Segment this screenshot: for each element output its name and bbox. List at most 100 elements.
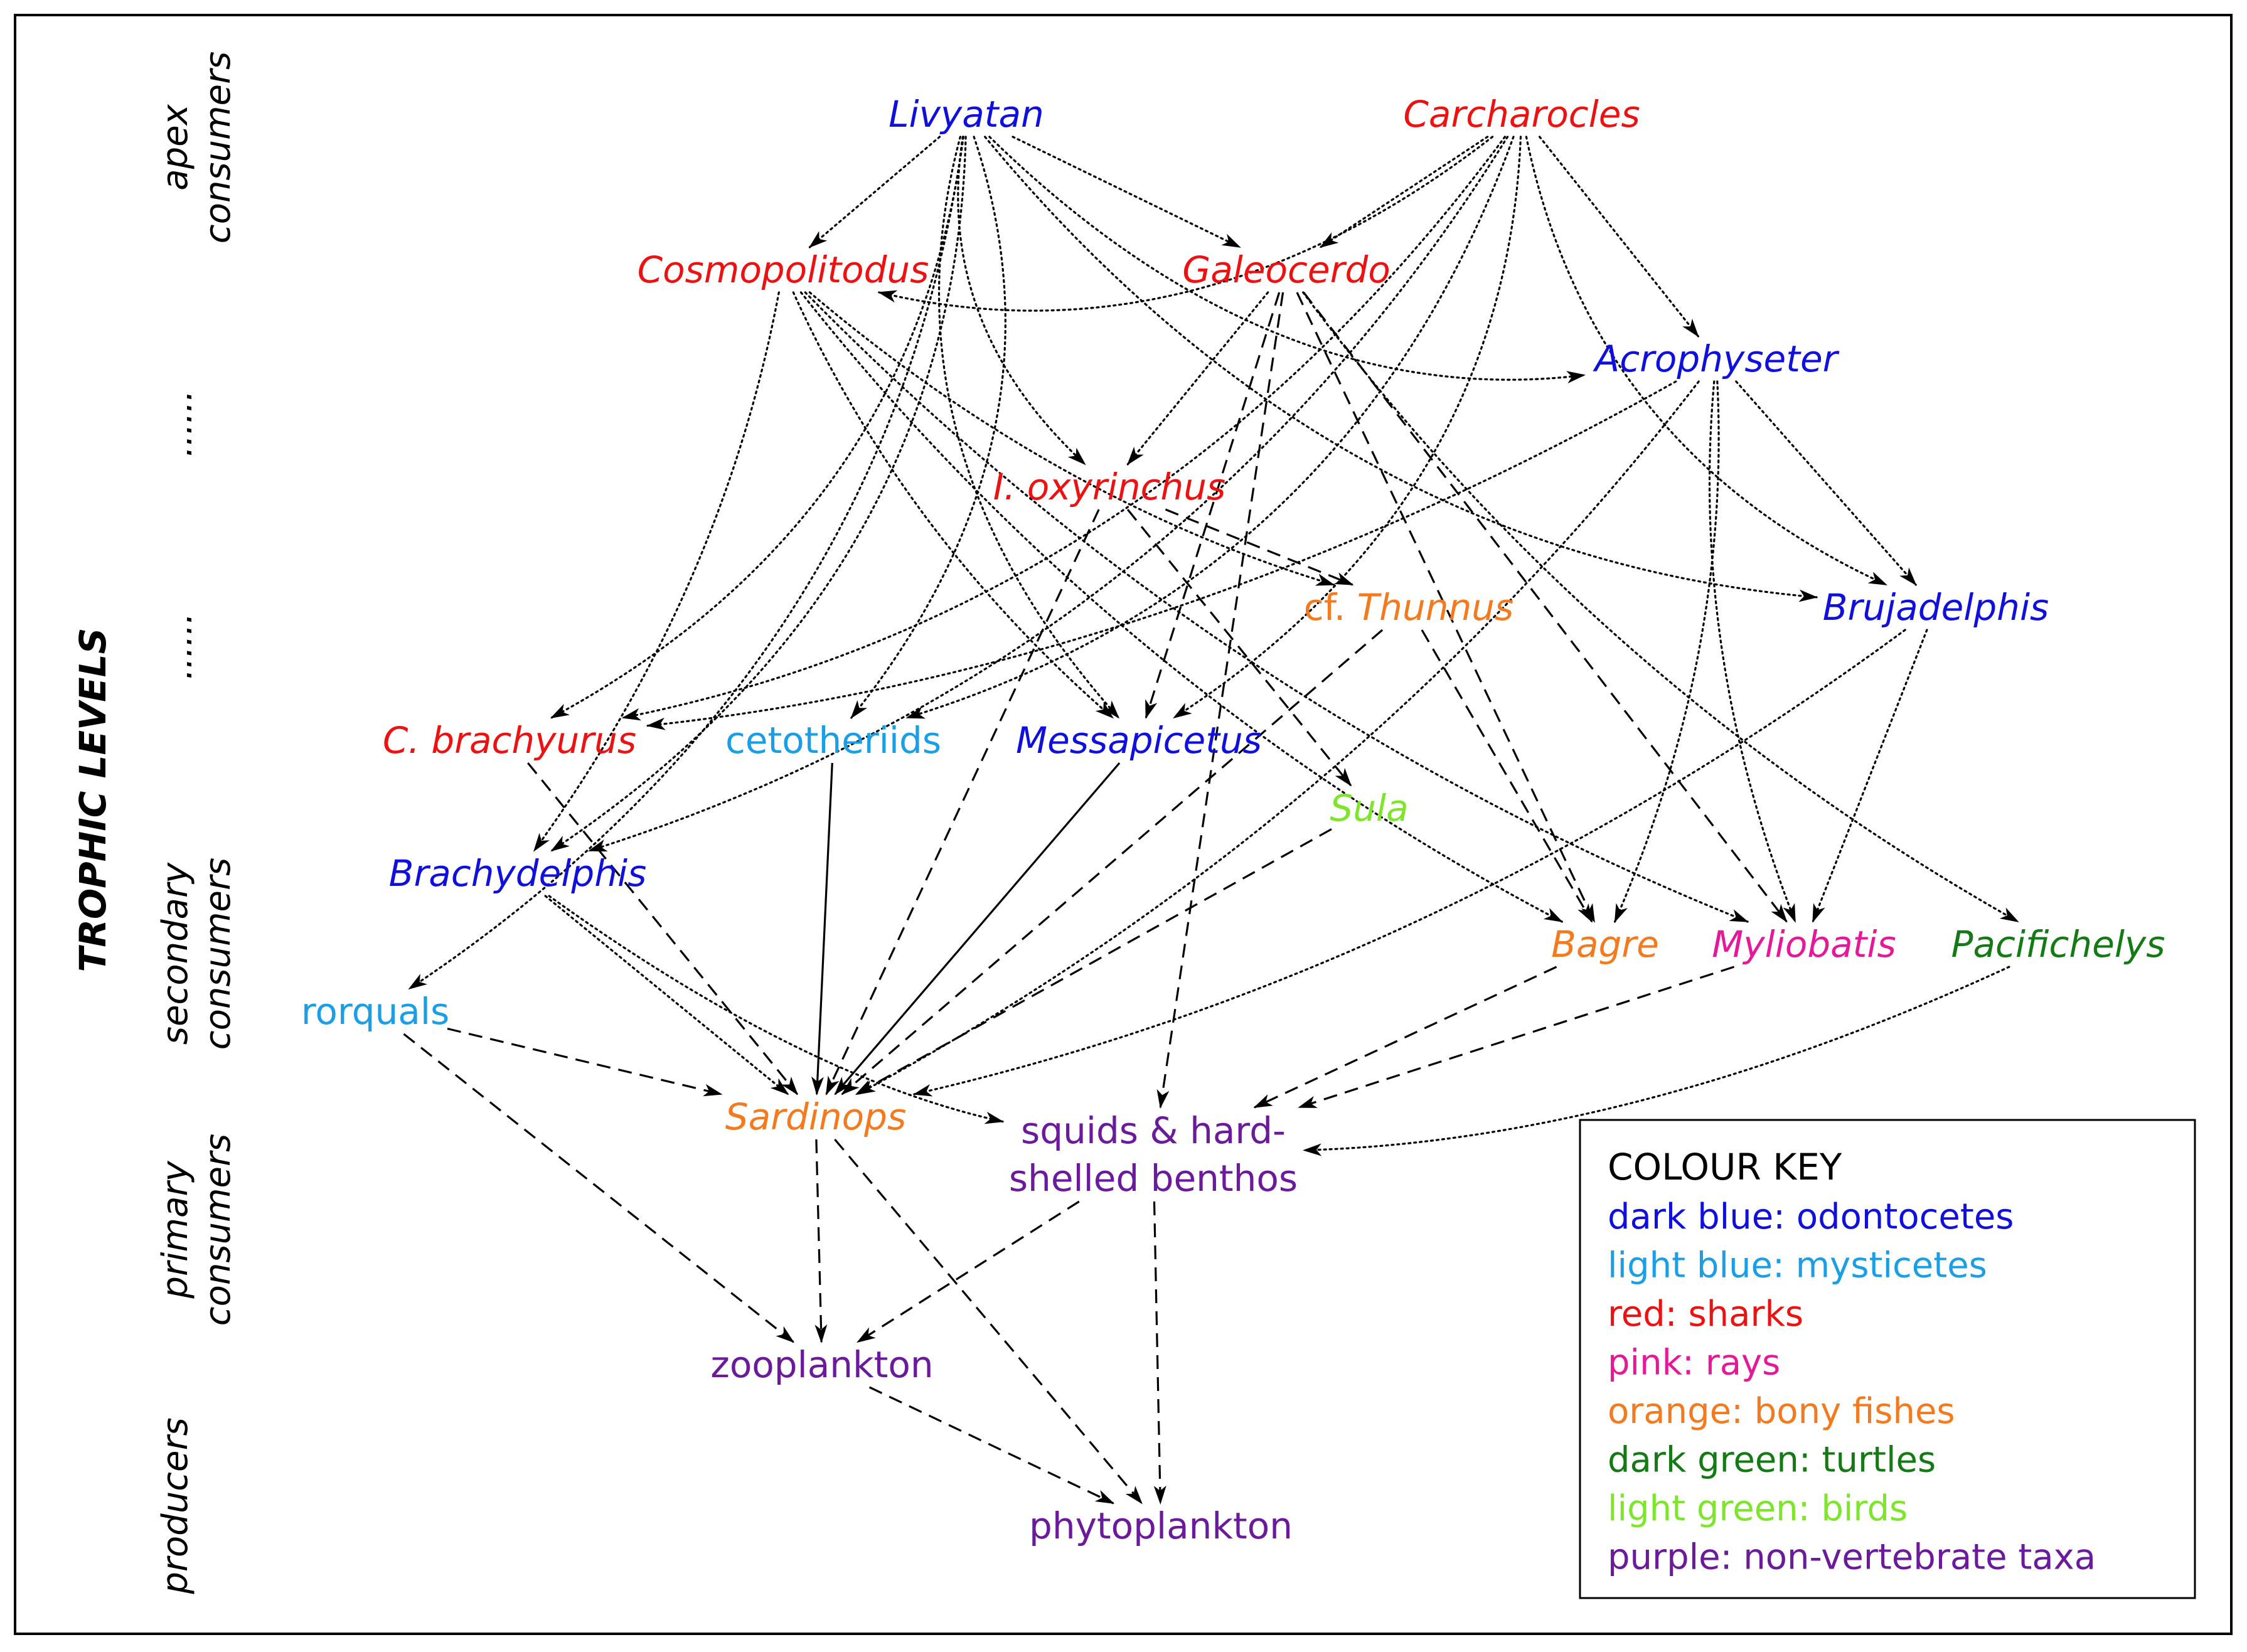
node-label: Carcharocles bbox=[1403, 93, 1640, 136]
edge-brujadelphis-to-myliobatis bbox=[1812, 629, 1928, 923]
edge-sula-to-sardinops bbox=[855, 828, 1332, 1095]
node-label: Acrophyseter bbox=[1593, 338, 1840, 380]
edge-livyatan-to-acrophyseter bbox=[988, 136, 1586, 384]
edge-cosmopolitodus-to-bagre bbox=[799, 291, 1564, 923]
level-apex-line1: apex bbox=[155, 104, 196, 190]
legend-item: pink: rays bbox=[1608, 1343, 1780, 1383]
legend-item: dark blue: odontocetes bbox=[1608, 1196, 2014, 1237]
edge-myliobatis-to-squids bbox=[1298, 966, 1735, 1109]
edge-cosmopolitodus-to-myliobatis bbox=[804, 291, 1749, 923]
node-label: Cosmopolitodus bbox=[638, 248, 929, 291]
node-label: Messapicetus bbox=[1016, 719, 1262, 762]
edge-galeocerdo-to-myliobatis bbox=[1303, 292, 1788, 923]
edge-cetotheriids-to-sardinops bbox=[811, 762, 833, 1095]
edges-layer bbox=[403, 136, 2019, 1505]
node-label: Livyatan bbox=[889, 93, 1044, 136]
node-squids: squids & hard-shelled benthos bbox=[1009, 1109, 1298, 1200]
node-myliobatis: Myliobatis bbox=[1712, 923, 1896, 966]
node-zooplankton: zooplankton bbox=[710, 1343, 933, 1386]
level-apex: apex consumers bbox=[155, 51, 238, 243]
node-label: Myliobatis bbox=[1712, 923, 1896, 966]
node-sula: Sula bbox=[1330, 787, 1408, 829]
node-label-name: cetotheriids bbox=[725, 719, 941, 762]
node-phytoplankton: phytoplankton bbox=[1029, 1505, 1293, 1547]
node-label-name: Cosmopolitodus bbox=[638, 248, 929, 291]
edge-brujadelphis-to-sardinops bbox=[912, 629, 1906, 1097]
level-primary-line1: primary bbox=[155, 1161, 196, 1299]
edge-acrophyseter-to-myliobatis bbox=[1708, 380, 1796, 923]
node-label-name: I. oxyrinchus bbox=[993, 466, 1225, 508]
node-label-prefix: cf. bbox=[1304, 586, 1357, 629]
edge-cosmopolitodus-to-messapicetus bbox=[792, 291, 1114, 719]
edge-i-oxyrinchus-to-thunnus bbox=[1165, 508, 1354, 586]
node-label-name: Myliobatis bbox=[1712, 923, 1896, 966]
edge-i-oxyrinchus-to-sardinops bbox=[825, 509, 1100, 1095]
level-primary-line2: consumers bbox=[198, 1134, 238, 1326]
node-label-name: Bagre bbox=[1551, 923, 1659, 966]
edge-galeocerdo-to-bagre bbox=[1296, 292, 1596, 923]
edge-livyatan-to-cosmopolitodus bbox=[808, 136, 941, 248]
node-label: Sardinops bbox=[725, 1095, 906, 1138]
edge-carcharocles-to-c-brachyurus bbox=[621, 136, 1506, 721]
edge-carcharocles-to-galeocerdo bbox=[1319, 136, 1489, 248]
node-cetotheriids: cetotheriids bbox=[725, 719, 941, 762]
edge-sardinops-to-zooplankton bbox=[814, 1139, 828, 1343]
node-pacifichelys: Pacifichelys bbox=[1951, 923, 2165, 966]
axis-title: TROPHIC LEVELS bbox=[72, 628, 114, 973]
legend-item: dark green: turtles bbox=[1608, 1440, 1936, 1481]
node-label: C. brachyurus bbox=[383, 719, 636, 762]
edge-squids-to-zooplankton bbox=[857, 1200, 1080, 1343]
legend-item: orange: bony fishes bbox=[1608, 1391, 1955, 1432]
node-label: I. oxyrinchus bbox=[993, 466, 1225, 508]
node-label: Galeocerdo bbox=[1182, 248, 1390, 291]
edge-livyatan-to-messapicetus bbox=[938, 136, 1120, 719]
edge-acrophyseter-to-brujadelphis bbox=[1735, 380, 1917, 586]
node-c-brachyurus: C. brachyurus bbox=[383, 719, 636, 762]
edge-livyatan-to-galeocerdo bbox=[1011, 136, 1241, 248]
level-dots-1: ...... bbox=[159, 390, 200, 457]
edge-livyatan-to-c-brachyurus bbox=[550, 136, 964, 719]
legend-item: purple: non-vertebrate taxa bbox=[1608, 1537, 2096, 1578]
node-label-name: Messapicetus bbox=[1016, 719, 1262, 762]
edge-carcharocles-to-brachydelphis bbox=[587, 136, 1509, 852]
edge-sardinops-to-phytoplankton bbox=[834, 1138, 1143, 1505]
node-label-name: Brujadelphis bbox=[1823, 586, 2049, 629]
node-label-name: Carcharocles bbox=[1403, 93, 1640, 136]
node-label: rorquals bbox=[301, 990, 449, 1033]
edge-livyatan-to-cetotheriids bbox=[850, 136, 1006, 719]
node-label-name: phytoplankton bbox=[1029, 1505, 1293, 1547]
node-label: Brujadelphis bbox=[1823, 586, 2049, 629]
edge-carcharocles-to-messapicetus bbox=[1173, 136, 1522, 719]
legend-box bbox=[1579, 1119, 2196, 1599]
edge-messapicetus-to-sardinops bbox=[834, 762, 1121, 1095]
edge-pacifichelys-to-squids bbox=[1303, 966, 2010, 1156]
node-thunnus: cf. Thunnus bbox=[1304, 586, 1513, 629]
edge-galeocerdo-to-messapicetus bbox=[1145, 292, 1281, 719]
edge-livyatan-to-brachydelphis bbox=[550, 136, 967, 852]
node-label-line2: shelled benthos bbox=[1009, 1157, 1298, 1200]
node-label: zooplankton bbox=[710, 1343, 933, 1386]
node-label: Brachydelphis bbox=[389, 852, 647, 895]
level-secondary-line2: consumers bbox=[198, 858, 238, 1050]
level-primary: primary consumers bbox=[155, 1134, 238, 1326]
edge-rorquals-to-sardinops bbox=[447, 1027, 723, 1097]
node-label: phytoplankton bbox=[1029, 1505, 1293, 1547]
node-label-name: Sardinops bbox=[725, 1095, 906, 1138]
level-dots-2: ...... bbox=[159, 613, 200, 680]
node-label-name: Livyatan bbox=[889, 93, 1044, 136]
edge-carcharocles-to-acrophyseter bbox=[1539, 136, 1699, 338]
edge-carcharocles-to-cetotheriids bbox=[905, 136, 1515, 719]
node-label-name: Sula bbox=[1330, 787, 1408, 829]
node-label: cetotheriids bbox=[725, 719, 941, 762]
level-secondary-line1: secondary bbox=[155, 862, 196, 1045]
edge-squids-to-phytoplankton bbox=[1153, 1201, 1166, 1505]
edge-thunnus-to-sardinops bbox=[841, 629, 1384, 1095]
outer-frame bbox=[14, 14, 2233, 1635]
node-label-line1: squids & hard- bbox=[1021, 1109, 1286, 1152]
legend-title: COLOUR KEY bbox=[1608, 1146, 1842, 1188]
node-label: cf. Thunnus bbox=[1304, 586, 1513, 629]
level-apex-line2: consumers bbox=[198, 51, 238, 243]
